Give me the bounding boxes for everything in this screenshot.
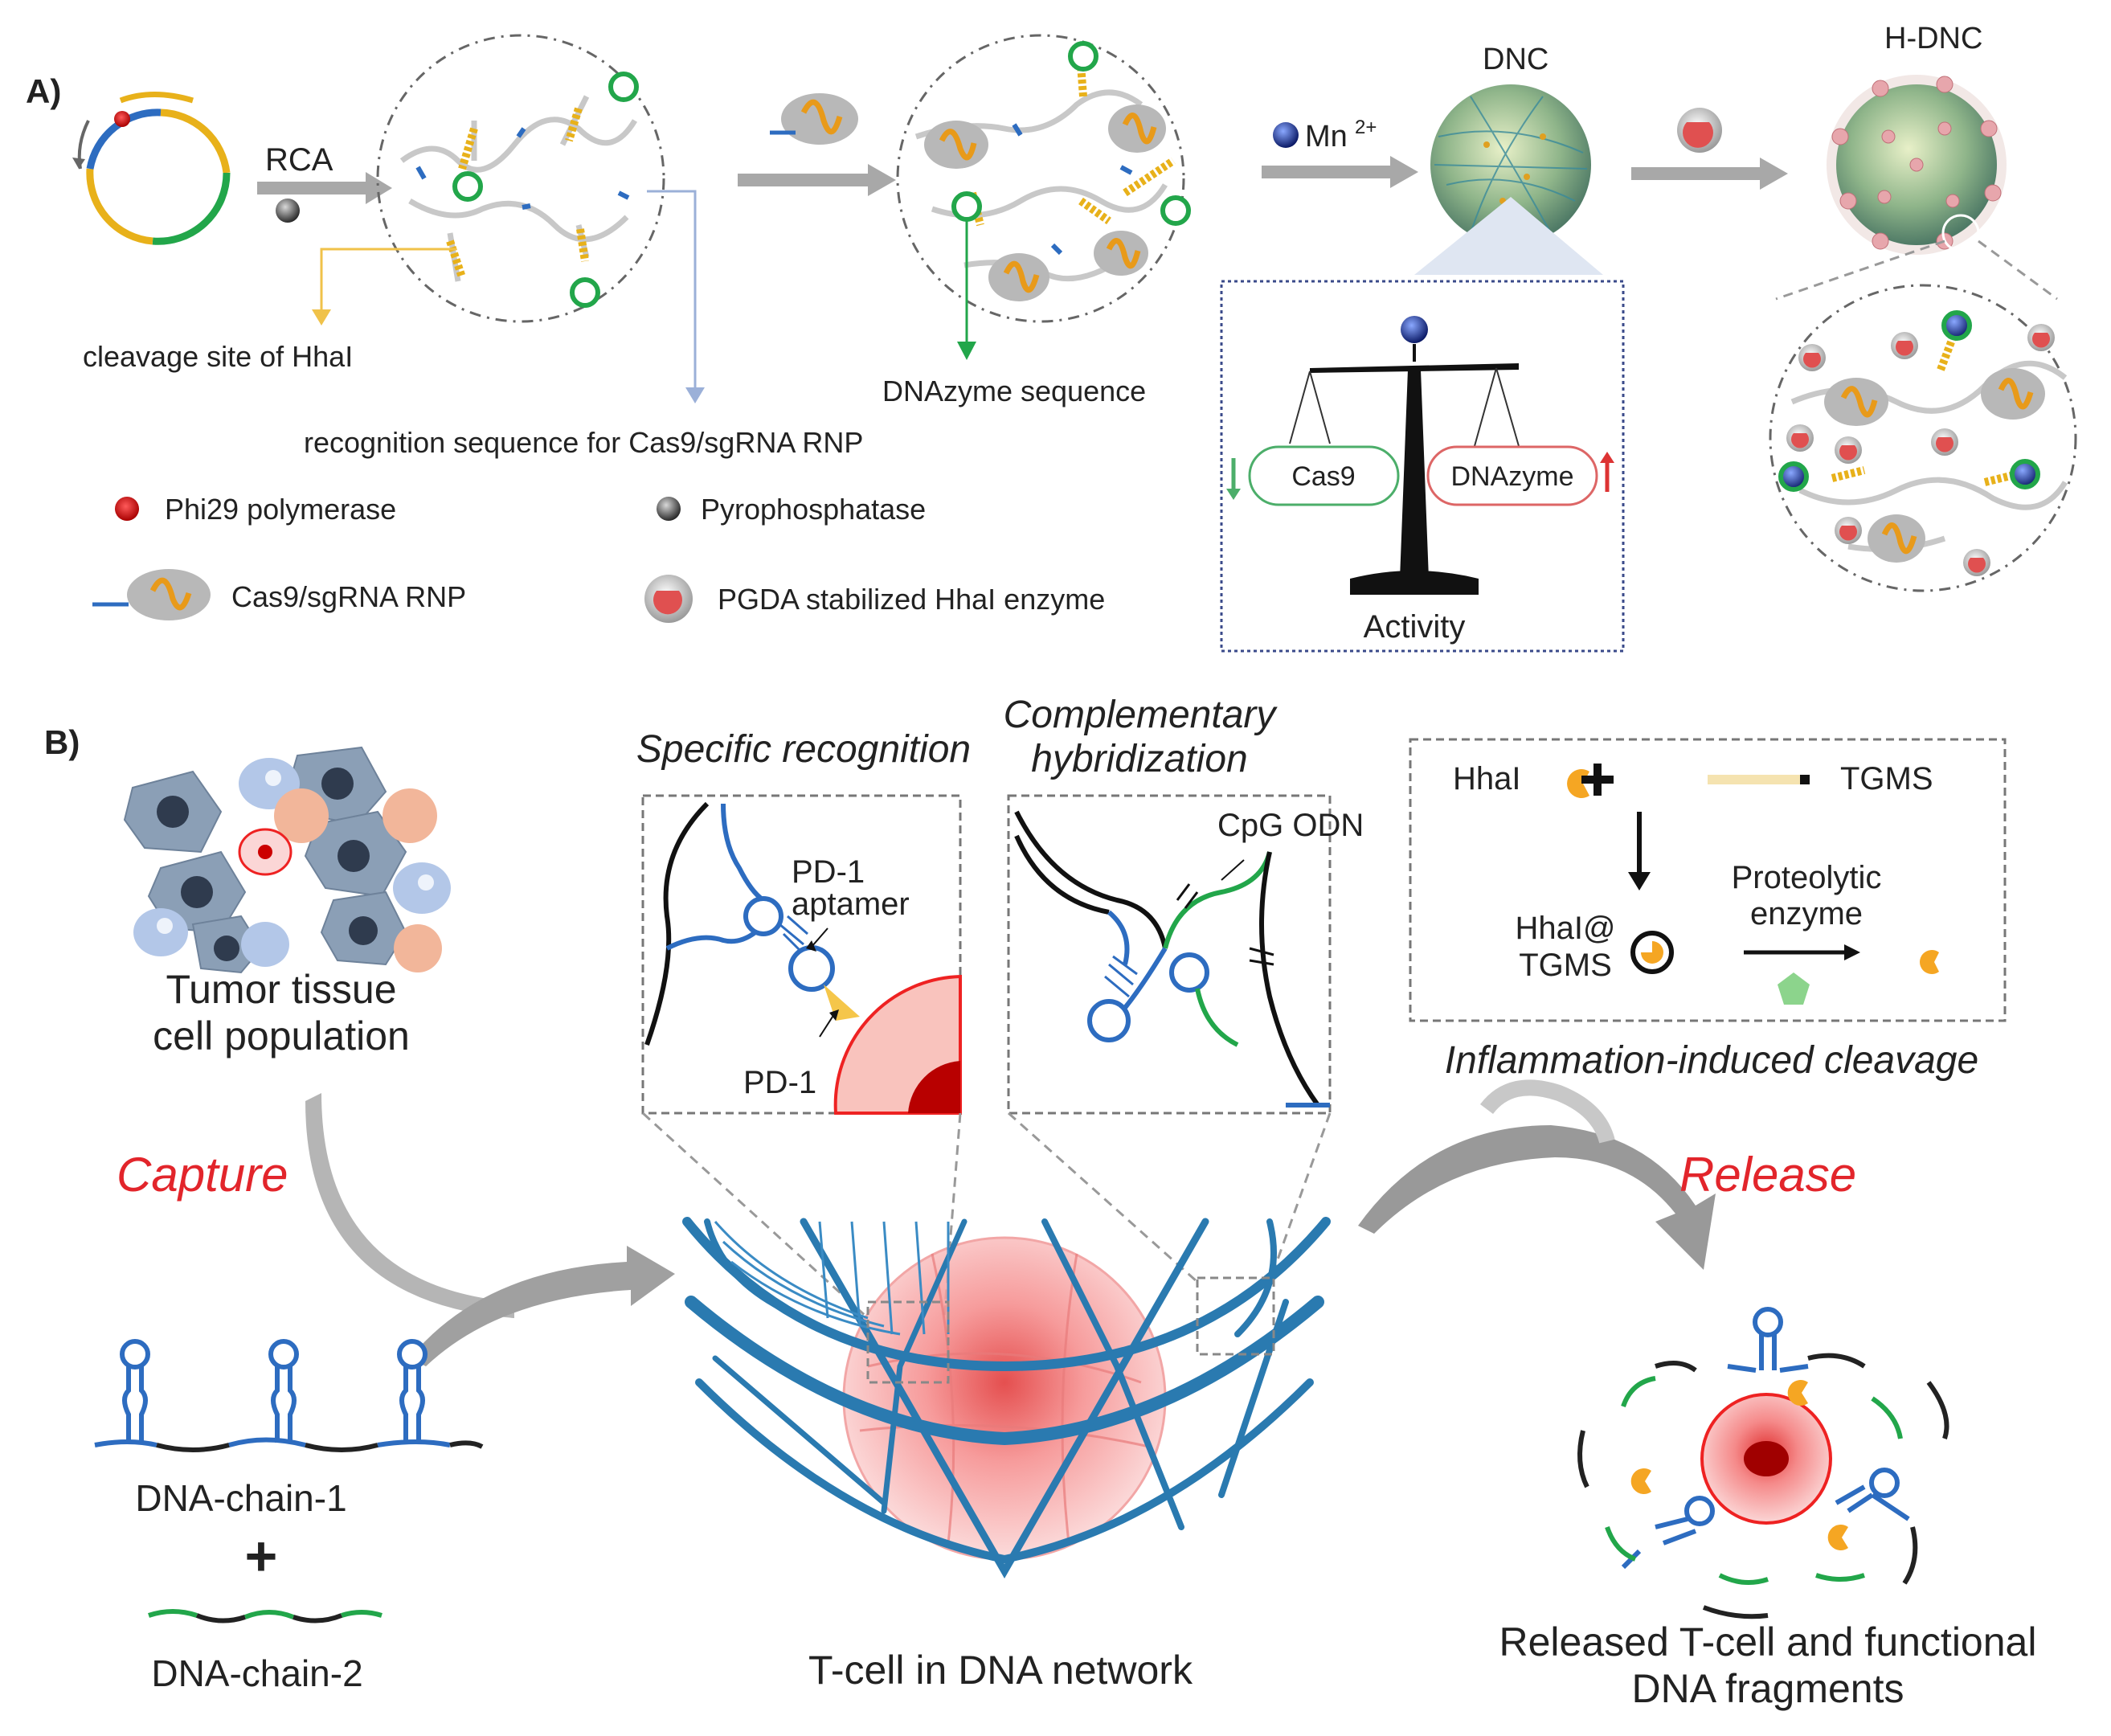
tgms-label: TGMS: [1840, 761, 1933, 796]
chain2-label: DNA-chain-2: [151, 1652, 362, 1694]
released-tcell-fragments: [1577, 1307, 1949, 1619]
hhai-tgms-line2: TGMS: [1519, 948, 1612, 983]
rca-label: RCA: [265, 142, 333, 178]
rca-product-zoom: [376, 34, 665, 323]
specific-recognition-title: Specific recognition: [636, 728, 971, 771]
dna-chain-2-green: [148, 1609, 383, 1619]
proteolytic-line2: enzyme: [1750, 896, 1863, 931]
dnc-sphere: [1430, 84, 1591, 245]
dna-chain-2-black: [195, 1613, 343, 1623]
hdnc-label: H-DNC: [1884, 22, 1982, 55]
legend-pgda-label: PGDA stabilized HhaI enzyme: [718, 583, 1105, 616]
complementary-title-line1: Complementary: [1004, 694, 1278, 736]
legend-pyro-label: Pyrophosphatase: [701, 493, 926, 526]
hhai-tgms-line1: HhaI@: [1515, 911, 1615, 946]
capture-arrow-bottom: [410, 1246, 675, 1366]
release-label: Release: [1679, 1148, 1856, 1202]
tumor-line2: cell population: [153, 1013, 410, 1058]
mn-assembly-arrow: [1262, 156, 1418, 188]
legend-cas9-rnp-label: Cas9/sgRNA RNP: [231, 580, 466, 613]
tumor-cell-population: [123, 746, 451, 974]
complementary-hybridization-box: [1007, 794, 1332, 1115]
mn-superscript: 2+: [1355, 117, 1377, 138]
pd1-aptamer-line2: aptamer: [792, 886, 910, 922]
capture-label: Capture: [117, 1148, 288, 1202]
hhai-label: HhaI: [1453, 761, 1521, 796]
legend-phi29-icon: [115, 497, 139, 521]
legend-pyro-icon: [657, 497, 681, 521]
tcell-label: T-cell in DNA network: [808, 1648, 1193, 1693]
inflammation-title: Inflammation-induced cleavage: [1445, 1039, 1978, 1082]
released-line2: DNA fragments: [1631, 1666, 1904, 1711]
release-arrow: [1358, 1125, 1716, 1270]
hdnc-zoom: [1769, 284, 2077, 592]
rca-arrow: [257, 172, 392, 204]
balance-pointer: [1414, 197, 1603, 275]
proteolytic-line1: Proteolytic: [1732, 860, 1882, 895]
pd1-label: PD-1: [743, 1065, 816, 1100]
legend-phi29-label: Phi29 polymerase: [165, 493, 396, 526]
dnc-label: DNC: [1483, 43, 1548, 76]
dna-network-tcell: [682, 1217, 1331, 1579]
legend-pgda-icon: [644, 575, 693, 623]
dna-chain-1-icon: [94, 1339, 484, 1452]
hhai-loading-arrow: [1631, 158, 1788, 190]
inflammation-box: [1409, 738, 2007, 1022]
tumor-line1: Tumor tissue: [166, 967, 396, 1012]
panel-b-label: B): [44, 723, 80, 761]
cleavage-site-label: cleavage site of HhaI: [83, 340, 353, 373]
capture-arrow-top: [305, 1093, 514, 1318]
pd1-aptamer-line1: PD-1: [792, 854, 865, 890]
chain-plus: +: [245, 1525, 278, 1587]
activity-balance: [1220, 280, 1625, 653]
mn-ion-icon: [1273, 122, 1299, 148]
circular-template: [72, 92, 231, 245]
hdnc-sphere: [1827, 75, 2007, 255]
specific-recognition-box: [641, 794, 962, 1115]
released-line1: Released T-cell and functional: [1499, 1619, 2037, 1664]
chain1-label: DNA-chain-1: [135, 1477, 346, 1519]
release-arrow-tail: [1480, 1079, 1615, 1144]
rnp-binding-arrow: [738, 164, 896, 196]
balance-dnazyme-label: DNAzyme: [1450, 461, 1573, 492]
pyrophosphatase-icon: [276, 199, 300, 223]
rnp-bound-zoom: [896, 34, 1191, 323]
balance-activity-label: Activity: [1364, 609, 1466, 645]
recognition-sequence-label: recognition sequence for Cas9/sgRNA RNP: [304, 426, 863, 459]
panel-a-label: A): [26, 72, 61, 110]
cpg-label: CpG ODN: [1217, 808, 1364, 843]
complementary-title-line2: hybridization: [1031, 738, 1247, 780]
legend-cas9-rnp-icon: [92, 569, 211, 620]
dnazyme-sequence-label: DNAzyme sequence: [882, 375, 1146, 407]
phi29-polymerase-icon: [114, 111, 130, 127]
cas9-rnp-icon: [770, 93, 858, 145]
mn-label: Mn: [1305, 120, 1348, 154]
balance-cas9-label: Cas9: [1291, 461, 1355, 492]
